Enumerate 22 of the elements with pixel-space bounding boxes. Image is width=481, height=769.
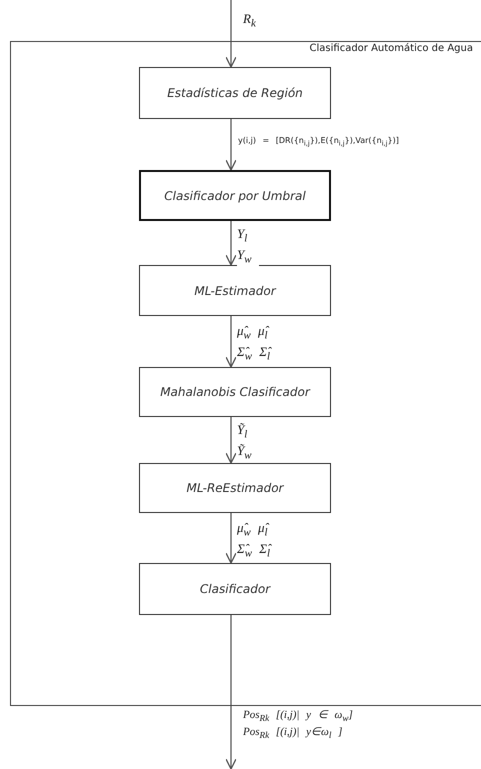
- arrow: [225, 221, 237, 266]
- container-frame: [10, 41, 481, 706]
- process-box: [139, 367, 331, 417]
- box-label: ML-Estimador: [194, 284, 276, 298]
- process-box: [139, 463, 331, 513]
- arrow: [225, 417, 237, 464]
- box-label: ML-ReEstimador: [186, 481, 284, 495]
- arrow: [225, 119, 237, 171]
- process-box: [139, 563, 331, 615]
- box-label: Estadísticas de Región: [167, 86, 303, 100]
- arrow: [225, 0, 237, 68]
- edge-label: y(i,j) = [DR({n$_{i,j}$}),E({n$_{i,j}$}),Var({n$_{i,j}$})]: [238, 136, 400, 149]
- box-label: Mahalanobis Clasificador: [160, 385, 310, 399]
- box-label: Clasificador por Umbral: [164, 188, 306, 202]
- arrow: [225, 615, 237, 769]
- box-label: Clasificador: [200, 582, 270, 596]
- process-box: [139, 67, 331, 119]
- process-box: [139, 265, 331, 316]
- arrow: [225, 513, 237, 564]
- arrow: [225, 316, 237, 368]
- process-box: [139, 170, 331, 221]
- container-title: Clasificador Automático de Agua: [310, 43, 473, 54]
